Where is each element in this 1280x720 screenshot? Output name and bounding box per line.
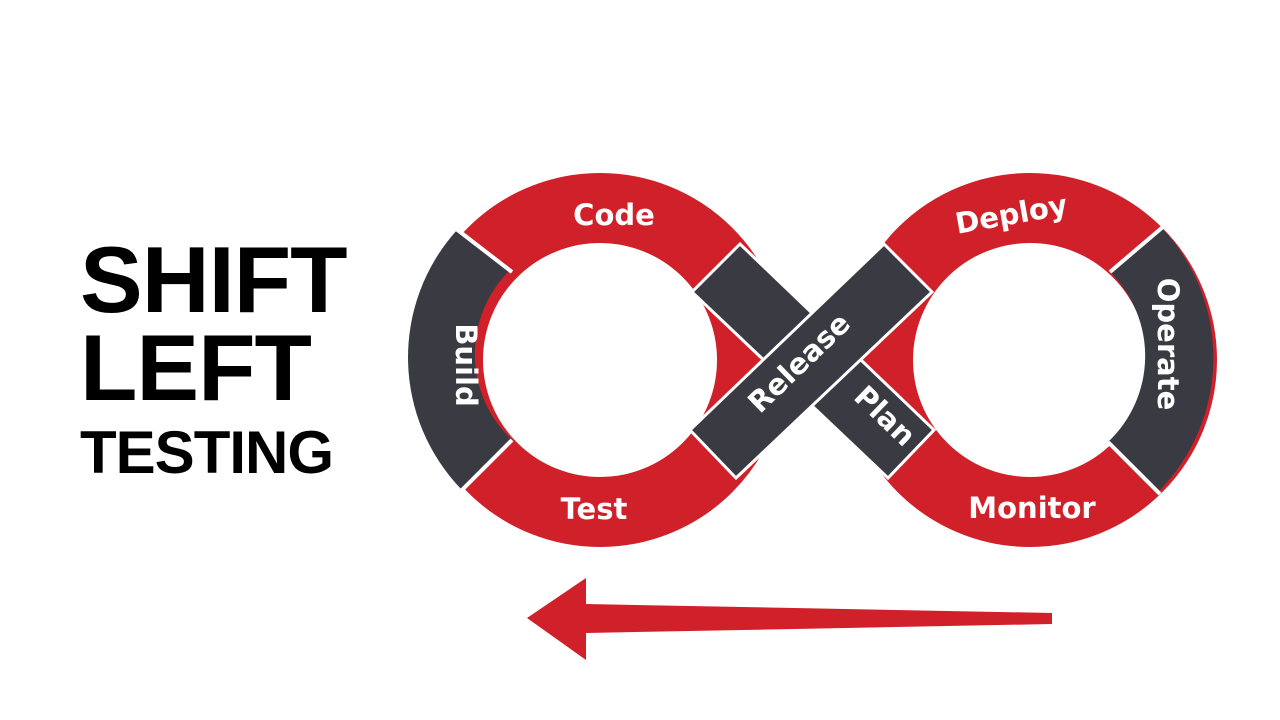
left-loop-ring	[413, 173, 787, 547]
segment-dividers	[453, 224, 1166, 496]
label-code: Code	[573, 198, 655, 232]
title-left: LEFT	[80, 315, 312, 420]
label-operate: Operate	[1151, 278, 1185, 410]
segment-operate	[1108, 228, 1214, 492]
title-testing: TESTING	[80, 419, 334, 486]
page-title: SHIFT LEFT TESTING	[80, 227, 348, 488]
label-monitor: Monitor	[968, 491, 1096, 525]
segment-release	[687, 241, 935, 481]
label-test: Test	[561, 492, 628, 526]
segment-build	[408, 230, 512, 490]
arrow-left-icon	[527, 578, 1052, 660]
label-build: Build	[449, 323, 483, 406]
title-shift: SHIFT	[80, 227, 348, 332]
